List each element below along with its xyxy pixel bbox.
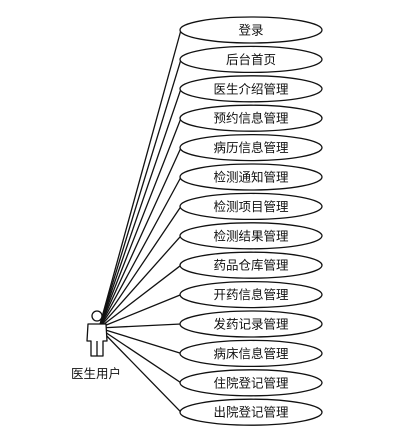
use-case-ellipse	[179, 16, 323, 44]
association-line-11	[98, 323, 182, 329]
use-case-ellipse	[179, 104, 323, 132]
use-case-ellipse	[179, 369, 323, 397]
use-case-4: 预约信息管理	[179, 104, 323, 132]
use-case-label: 病历信息管理	[213, 140, 289, 155]
use-case-8: 检测结果管理	[179, 222, 323, 250]
use-case-5: 病历信息管理	[179, 133, 323, 162]
use-case-9: 药品仓库管理	[179, 251, 323, 279]
use-case-label: 出院登记管理	[213, 405, 289, 420]
use-case-ellipse	[179, 339, 323, 368]
use-case-ellipse	[179, 192, 323, 221]
use-case-3: 医生介绍管理	[179, 75, 323, 103]
association-lines	[98, 29, 182, 413]
use-case-ellipse	[179, 75, 323, 103]
use-case-label: 发药记录管理	[213, 317, 289, 332]
association-line-2	[98, 59, 182, 329]
use-case-label: 住院登记管理	[213, 375, 289, 390]
use-case-10: 开药信息管理	[179, 280, 323, 309]
association-line-9	[98, 264, 182, 329]
use-case-label: 检测结果管理	[213, 228, 289, 243]
use-case-label: 开药信息管理	[213, 287, 289, 302]
actor-doctor-user: 医生用户	[71, 310, 121, 381]
use-case-label: 病床信息管理	[213, 346, 289, 361]
use-case-ellipse	[179, 251, 323, 279]
use-case-label: 检测项目管理	[213, 199, 289, 214]
use-case-group: 登录后台首页医生介绍管理预约信息管理病历信息管理检测通知管理检测项目管理检测结果…	[179, 16, 323, 426]
use-case-11: 发药记录管理	[179, 310, 323, 338]
association-line-13	[98, 327, 182, 384]
association-line-12	[98, 327, 182, 355]
use-case-12: 病床信息管理	[179, 339, 323, 368]
association-line-6	[98, 176, 182, 329]
use-case-ellipse	[179, 280, 323, 309]
use-case-ellipse	[179, 163, 323, 191]
use-case-ellipse	[179, 398, 323, 426]
association-line-4	[98, 117, 182, 329]
association-line-5	[98, 147, 182, 329]
use-case-1: 登录	[179, 16, 323, 44]
use-case-6: 检测通知管理	[179, 163, 323, 191]
association-line-1	[98, 29, 182, 329]
use-case-label: 预约信息管理	[213, 111, 289, 126]
association-line-3	[98, 88, 182, 329]
use-case-label: 登录	[238, 23, 263, 38]
association-line-7	[98, 206, 182, 329]
use-case-14: 出院登记管理	[179, 398, 323, 426]
actor-label: 医生用户	[71, 366, 121, 381]
use-case-2: 后台首页	[179, 45, 323, 74]
association-line-10	[98, 293, 182, 329]
use-case-13: 住院登记管理	[179, 369, 323, 397]
use-case-ellipse	[179, 45, 323, 74]
association-line-8	[98, 235, 182, 329]
use-case-ellipse	[179, 222, 323, 250]
actor-person-icon	[86, 310, 108, 357]
association-line-14	[98, 327, 182, 413]
use-case-label: 医生介绍管理	[213, 81, 289, 96]
use-case-label: 检测通知管理	[213, 170, 289, 185]
use-case-7: 检测项目管理	[179, 192, 323, 221]
use-case-ellipse	[179, 133, 323, 162]
use-case-label: 后台首页	[226, 52, 276, 67]
use-case-ellipse	[179, 310, 323, 338]
use-case-label: 药品仓库管理	[213, 258, 289, 273]
